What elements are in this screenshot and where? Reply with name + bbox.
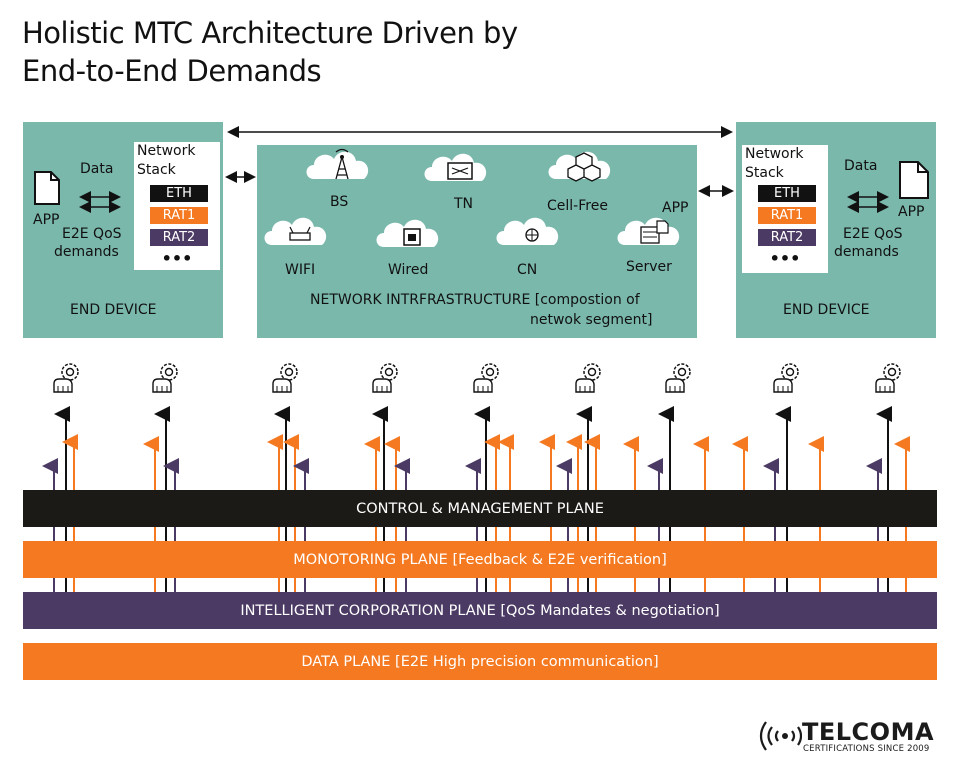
right-qos-line1: E2E QoS <box>843 226 903 242</box>
network-nodes <box>264 148 680 247</box>
gear-hand-icon <box>575 363 601 393</box>
node-label-tn: TN <box>454 196 474 212</box>
node-label-bs: BS <box>330 194 349 210</box>
data-plane: DATA PLANE [E2E High precision communica… <box>23 643 937 680</box>
right-layer-rat2: RAT2 <box>758 229 816 246</box>
gear-hand-icon <box>372 363 398 393</box>
page-title: Holistic MTC Architecture Driven by End-… <box>22 14 518 90</box>
left-data-label: Data <box>80 161 114 177</box>
intelligent-corporation-plane: INTELLIGENT CORPORATION PLANE [QoS Manda… <box>23 592 937 629</box>
left-layer-eth: ETH <box>150 185 208 202</box>
right-stack-title: Network Stack <box>745 146 804 181</box>
right-network-stack: Network Stack ETH RAT1 RAT2 ••• <box>742 145 828 273</box>
gear-hand-icon <box>875 363 901 393</box>
title-line-2: End-to-End Demands <box>22 54 322 88</box>
node-label-app: APP <box>662 200 689 216</box>
network-caption-line1: NETWORK INTRFRASTRUCTURE [compostion of <box>310 292 640 308</box>
cn-cloud-icon <box>496 217 559 245</box>
left-app-label: APP <box>33 212 60 228</box>
right-app-label: APP <box>898 204 925 220</box>
right-stack-more: ••• <box>769 249 801 268</box>
left-end-device-caption: END DEVICE <box>70 302 157 318</box>
gear-hand-icon <box>152 363 178 393</box>
telcoma-tagline: CERTIFICATIONS SINCE 2009 <box>803 744 930 754</box>
left-qos-line2: demands <box>54 244 119 260</box>
gear-hand-icon <box>272 363 298 393</box>
node-label-server: Server <box>626 259 672 275</box>
title-line-1: Holistic MTC Architecture Driven by <box>22 16 518 50</box>
node-label-cn: CN <box>517 262 538 278</box>
document-icon <box>899 161 929 199</box>
gear-hand-icon <box>53 363 79 393</box>
right-end-device-caption: END DEVICE <box>783 302 870 318</box>
right-layer-rat1: RAT1 <box>758 207 816 224</box>
left-qos-line1: E2E QoS <box>62 226 122 242</box>
left-layer-rat2: RAT2 <box>150 229 208 246</box>
bs-cloud-icon <box>306 148 369 180</box>
right-layer-eth: ETH <box>758 185 816 202</box>
gear-hand-icon <box>773 363 799 393</box>
left-layer-rat1: RAT1 <box>150 207 208 224</box>
wifi-cloud-icon <box>264 217 327 245</box>
wired-cloud-icon <box>376 219 439 247</box>
plane-signal-arrows <box>42 363 910 490</box>
gear-hand-icon <box>473 363 499 393</box>
left-network-stack: Network Stack ETH RAT1 RAT2 ••• <box>134 142 220 270</box>
gear-hand-icon <box>665 363 691 393</box>
right-data-label: Data <box>844 158 878 174</box>
telcoma-logo-text: TELCOMA <box>802 718 935 746</box>
monitoring-plane: MONOTORING PLANE [Feedback & E2E verific… <box>23 541 937 578</box>
control-management-plane: CONTROL & MANAGEMENT PLANE <box>23 490 937 527</box>
tn-cloud-icon <box>424 153 487 181</box>
node-label-wifi: WIFI <box>285 262 316 278</box>
right-qos-line2: demands <box>834 244 899 260</box>
left-stack-more: ••• <box>161 249 193 268</box>
cell-free-cloud-icon <box>548 151 611 182</box>
document-icon <box>34 171 60 205</box>
node-label-cell-free: Cell-Free <box>547 198 608 214</box>
left-stack-title: Network Stack <box>137 143 196 178</box>
node-label-wired: Wired <box>388 262 429 278</box>
telcoma-logo-icon <box>759 721 802 751</box>
panel-connector-arrows <box>79 126 889 213</box>
server-cloud-icon <box>617 217 680 245</box>
network-caption-line2: netwok segment] <box>530 312 653 328</box>
